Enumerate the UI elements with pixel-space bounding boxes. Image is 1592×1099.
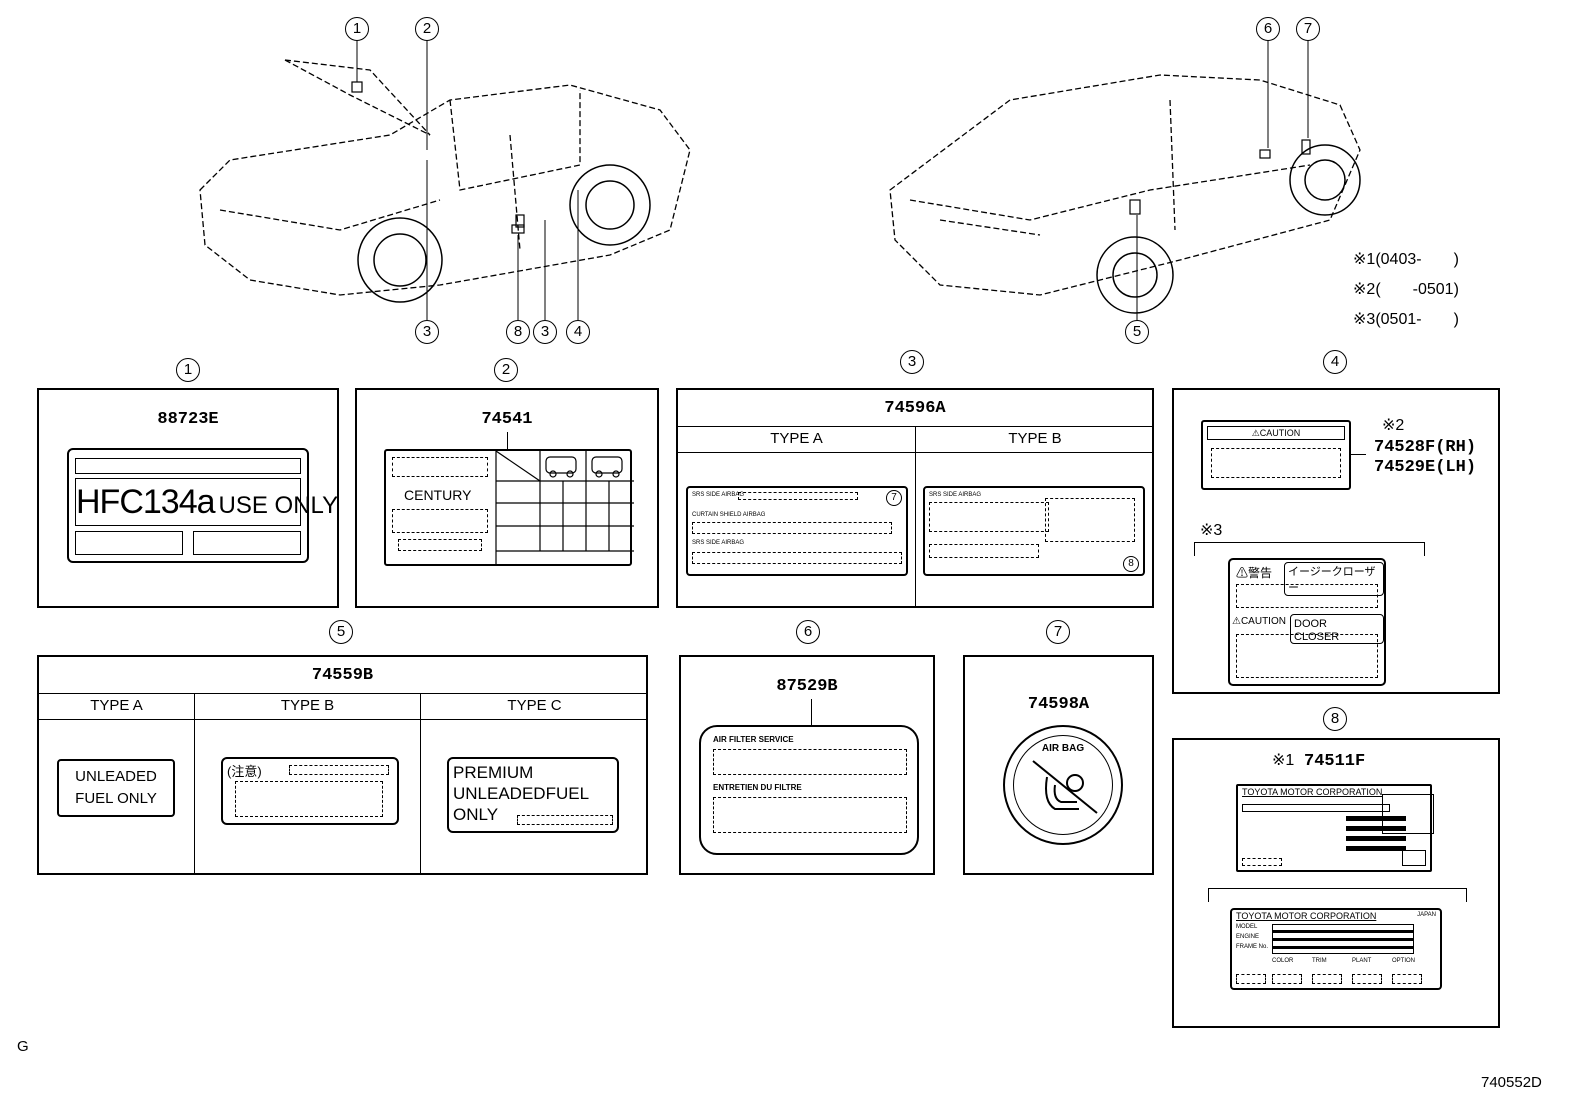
use-only-text: USE ONLY <box>218 492 339 519</box>
panel-3-number: 3 <box>900 350 924 374</box>
premium-fuel-label: PREMIUM UNLEADEDFUEL ONLY <box>447 757 619 833</box>
type-a-header: TYPE A <box>770 430 823 447</box>
unleaded-fuel-label: UNLEADED FUEL ONLY <box>57 759 175 817</box>
type-b-mark: 8 <box>1123 556 1139 572</box>
callout-7: 7 <box>1296 17 1320 41</box>
japan-text: JAPAN <box>1417 912 1436 918</box>
note-3-ref: ※3 <box>1200 522 1223 539</box>
part-number-87529B: 87529B <box>776 677 838 696</box>
airbag-warning-label: AIR BAG <box>1003 725 1123 845</box>
door-closer-label: ⚠警告 イージークローザー ⚠CAUTION DOOR CLOSER <box>1228 558 1386 686</box>
rear-vehicle-drawing <box>889 34 1361 320</box>
callout-3: 3 <box>415 320 439 344</box>
hfc134a-text: HFC134a <box>76 483 216 521</box>
airbag-ring-text: AIR BAG <box>1041 743 1085 754</box>
part-number-74596A: 74596A <box>884 399 946 418</box>
footer-left-code: G <box>17 1038 29 1055</box>
note-1-ref: ※1 <box>1272 752 1295 769</box>
callout-2: 2 <box>415 17 439 41</box>
keikoku-text: ⚠警告 <box>1236 566 1273 580</box>
note-2: ※2( -0501) <box>1353 281 1459 298</box>
panel-7-number: 7 <box>1046 620 1070 644</box>
panel-5-number: 5 <box>329 620 353 644</box>
side-airbag-label-type-b: SRS SIDE AIRBAG 8 <box>923 486 1145 576</box>
century-label: CENTURY <box>384 449 634 566</box>
air-filter-service-text: AIR FILTER SERVICE <box>713 735 794 744</box>
air-filter-service-label: AIR FILTER SERVICE ENTRETIEN DU FILTRE <box>699 725 919 855</box>
panel-8-number: 8 <box>1323 707 1347 731</box>
callout-5: 5 <box>1125 320 1149 344</box>
callout-8: 8 <box>506 320 530 344</box>
callout-3: 3 <box>533 320 557 344</box>
door-caution-label: ⚠CAUTION <box>1201 420 1351 490</box>
callout-1: 1 <box>345 17 369 41</box>
vin-plate-label-1: TOYOTA MOTOR CORPORATION <box>1236 784 1432 872</box>
note-3: ※3(0501- ) <box>1353 311 1459 328</box>
panel-8: ※1 74511F TOYOTA MOTOR CORPORATION TOYOT… <box>1172 738 1500 1028</box>
part-number-74511F: 74511F <box>1304 752 1366 771</box>
panel-2: 74541 CENTURY <box>355 388 659 608</box>
type-b-header: TYPE B <box>1008 430 1062 447</box>
corp-text-2: TOYOTA MOTOR CORPORATION <box>1236 911 1377 921</box>
panel-4: ⚠CAUTION ※2 74528F(RH) 74529E(LH) ※3 ⚠警告… <box>1172 388 1500 694</box>
type-c-header: TYPE C <box>507 697 562 714</box>
part-number-74559B: 74559B <box>311 666 374 685</box>
panel-4-number: 4 <box>1323 350 1347 374</box>
century-text: CENTURY <box>404 487 472 503</box>
panel-5: 74559B TYPE A TYPE B TYPE C UNLEADED FUE… <box>37 655 648 875</box>
part-number-74541: 74541 <box>481 410 533 429</box>
seat-airbag-icon <box>1032 760 1098 814</box>
part-number-74598A: 74598A <box>1027 695 1090 714</box>
side-airbag-label-type-a: SRS SIDE AIRBAG CURTAIN SHIELD AIRBAG SR… <box>686 486 908 576</box>
vin-plate-label-2: TOYOTA MOTOR CORPORATION JAPAN MODEL ENG… <box>1230 908 1442 990</box>
part-number-74529E-LH: 74529E(LH) <box>1374 458 1477 477</box>
panel-6: 87529B AIR FILTER SERVICE ENTRETIEN DU F… <box>679 655 935 875</box>
chuui-text: (注意) <box>227 764 262 779</box>
panel-1-number: 1 <box>176 358 200 382</box>
front-vehicle-drawing <box>199 34 691 320</box>
panel-2-number: 2 <box>494 358 518 382</box>
part-number-88723E: 88723E <box>157 410 219 429</box>
diagram-code: 740552D <box>1481 1074 1542 1091</box>
panel-7: 74598A AIR BAG <box>963 655 1154 875</box>
fuel-caution-label: (注意) <box>221 757 399 825</box>
panel-3: 74596A TYPE A TYPE B SRS SIDE AIRBAG CUR… <box>676 388 1154 608</box>
corp-text-1: TOYOTA MOTOR CORPORATION <box>1242 787 1383 797</box>
note-1: ※1(0403- ) <box>1353 251 1459 268</box>
type-a-header: TYPE A <box>90 697 143 714</box>
type-a-mark: 7 <box>886 490 902 506</box>
part-number-74528F-RH: 74528F(RH) <box>1374 438 1477 457</box>
easy-closer-text: イージークローザー <box>1284 562 1384 596</box>
callout-6: 6 <box>1256 17 1280 41</box>
note-2-ref: ※2 <box>1382 417 1405 434</box>
type-b-header: TYPE B <box>280 697 335 714</box>
callout-4: 4 <box>566 320 590 344</box>
panel-6-number: 6 <box>796 620 820 644</box>
entretien-text: ENTRETIEN DU FILTRE <box>713 783 802 792</box>
caution-text: ⚠CAUTION <box>1232 616 1286 627</box>
